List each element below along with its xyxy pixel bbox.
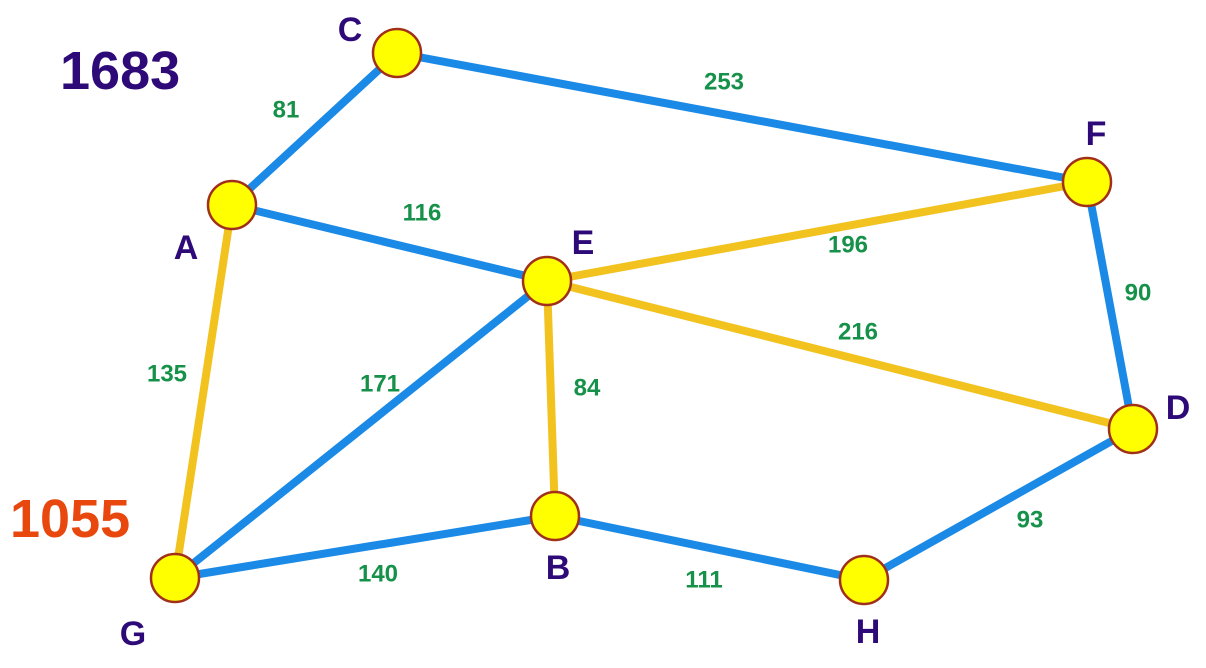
edge-f-d	[1083, 178, 1137, 433]
edge-e-f	[543, 178, 1091, 285]
nodes-layer	[149, 27, 1159, 606]
edge-b-h	[551, 512, 868, 584]
edge-weight-c-f: 253	[704, 69, 744, 96]
node-b	[529, 490, 581, 542]
total-all-edges: 1683	[60, 41, 181, 101]
edge-weight-e-f: 196	[828, 232, 868, 259]
node-label-g: G	[120, 615, 146, 653]
edge-weight-e-b: 84	[574, 375, 601, 402]
node-f	[1061, 156, 1113, 208]
node-d	[1107, 403, 1159, 455]
node-label-b: B	[546, 549, 571, 587]
edge-weight-g-e: 171	[360, 371, 400, 398]
edge-weight-a-e: 116	[403, 200, 442, 227]
total-tree-weight: 1055	[10, 489, 131, 549]
node-labels-layer: A B C D E F G H	[120, 11, 1191, 653]
edge-a-c	[228, 49, 401, 209]
node-label-h: H	[856, 613, 881, 651]
node-a	[206, 179, 258, 231]
node-h	[838, 554, 890, 606]
node-g	[149, 552, 201, 604]
edge-g-e	[171, 277, 551, 582]
edge-weight-a-c: 81	[273, 97, 300, 124]
edge-weight-a-g: 135	[147, 361, 187, 388]
edge-a-g	[171, 201, 236, 582]
node-c	[371, 27, 423, 79]
node-label-a: A	[174, 229, 199, 267]
edge-weight-f-d: 90	[1125, 280, 1152, 307]
node-e	[521, 255, 573, 307]
edge-weight-b-h: 111	[685, 567, 722, 594]
edge-labels-layer: 81 253 116 196 90 135 171 84 216 140 111 93	[147, 69, 1151, 594]
node-label-d: D	[1166, 389, 1191, 427]
edge-c-f	[393, 49, 1091, 186]
edge-weight-e-d: 216	[838, 319, 878, 346]
node-label-c: C	[338, 11, 363, 49]
edge-e-d	[543, 277, 1137, 433]
edges-layer	[171, 49, 1137, 584]
edge-weight-h-d: 93	[1017, 507, 1044, 534]
edge-weight-g-b: 140	[358, 561, 398, 588]
edge-g-b	[171, 512, 559, 582]
node-label-f: F	[1086, 115, 1107, 153]
node-label-e: E	[572, 224, 595, 262]
edge-h-d	[860, 425, 1137, 584]
edge-e-b	[543, 277, 559, 520]
edge-a-e	[228, 201, 551, 285]
